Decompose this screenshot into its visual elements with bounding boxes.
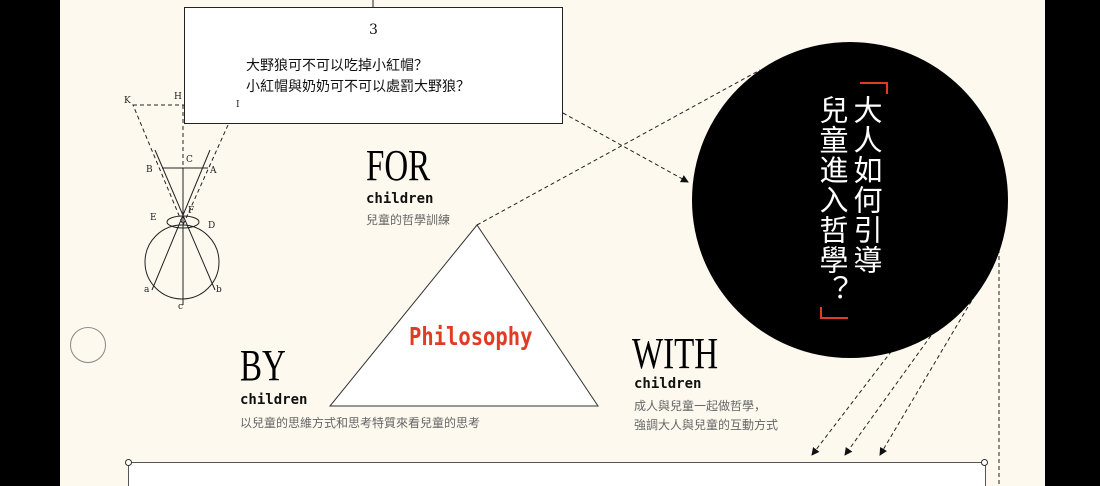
box-handle xyxy=(125,459,132,466)
diagram-label: C xyxy=(186,155,193,165)
for-subheading: children xyxy=(366,191,434,207)
circle-title: 大人如何引導 兒童進入哲學？ xyxy=(815,95,883,305)
diagram-label: E xyxy=(150,213,157,223)
for-heading: FOR xyxy=(366,141,431,190)
eye-optics-diagram xyxy=(132,104,238,305)
with-description: 強調大人與兒童的互動方式 xyxy=(634,418,779,432)
open-bracket xyxy=(860,82,888,94)
diagram-label: H xyxy=(174,92,182,102)
diagram-label: K xyxy=(124,96,131,106)
by-subheading: children xyxy=(240,392,308,408)
diagram-label: a xyxy=(144,285,150,295)
diagram-label: I xyxy=(236,100,240,110)
diagram-label: F xyxy=(188,206,195,216)
question-number: 3 xyxy=(369,22,378,38)
title-circle xyxy=(692,42,1008,358)
question-line: 小紅帽與奶奶可不可以處罰大野狼？ xyxy=(246,79,470,95)
diagram-lines xyxy=(132,0,1000,486)
diagram-label: A xyxy=(210,166,217,176)
box-handle xyxy=(981,459,988,466)
close-bracket xyxy=(820,307,848,319)
by-description: 以兒童的思維方式和思考特質來看兒童的思考 xyxy=(240,416,481,430)
with-subheading: children xyxy=(634,376,702,392)
diagram-label: b xyxy=(216,285,222,295)
question-box: 3 大野狼可不可以吃掉小紅帽？ 小紅帽與奶奶可不可以處罰大野狼？ xyxy=(184,7,563,124)
page: 3 大野狼可不可以吃掉小紅帽？ 小紅帽與奶奶可不可以處罰大野狼？ K H I B… xyxy=(60,0,1045,486)
with-description: 成人與兒童一起做哲學， xyxy=(634,399,767,413)
for-description: 兒童的哲學訓練 xyxy=(366,213,451,227)
punch-hole xyxy=(70,327,106,363)
bottom-box xyxy=(128,462,986,486)
question-line: 大野狼可不可以吃掉小紅帽？ xyxy=(246,58,428,74)
philosophy-label: Philosophy xyxy=(409,322,533,351)
by-heading: BY xyxy=(240,341,286,390)
diagram-label: B xyxy=(146,165,153,175)
with-heading: WITH xyxy=(632,329,719,378)
diagram-label: c xyxy=(178,302,184,312)
diagram-label: D xyxy=(208,221,216,231)
philosophy-triangle xyxy=(328,224,599,407)
